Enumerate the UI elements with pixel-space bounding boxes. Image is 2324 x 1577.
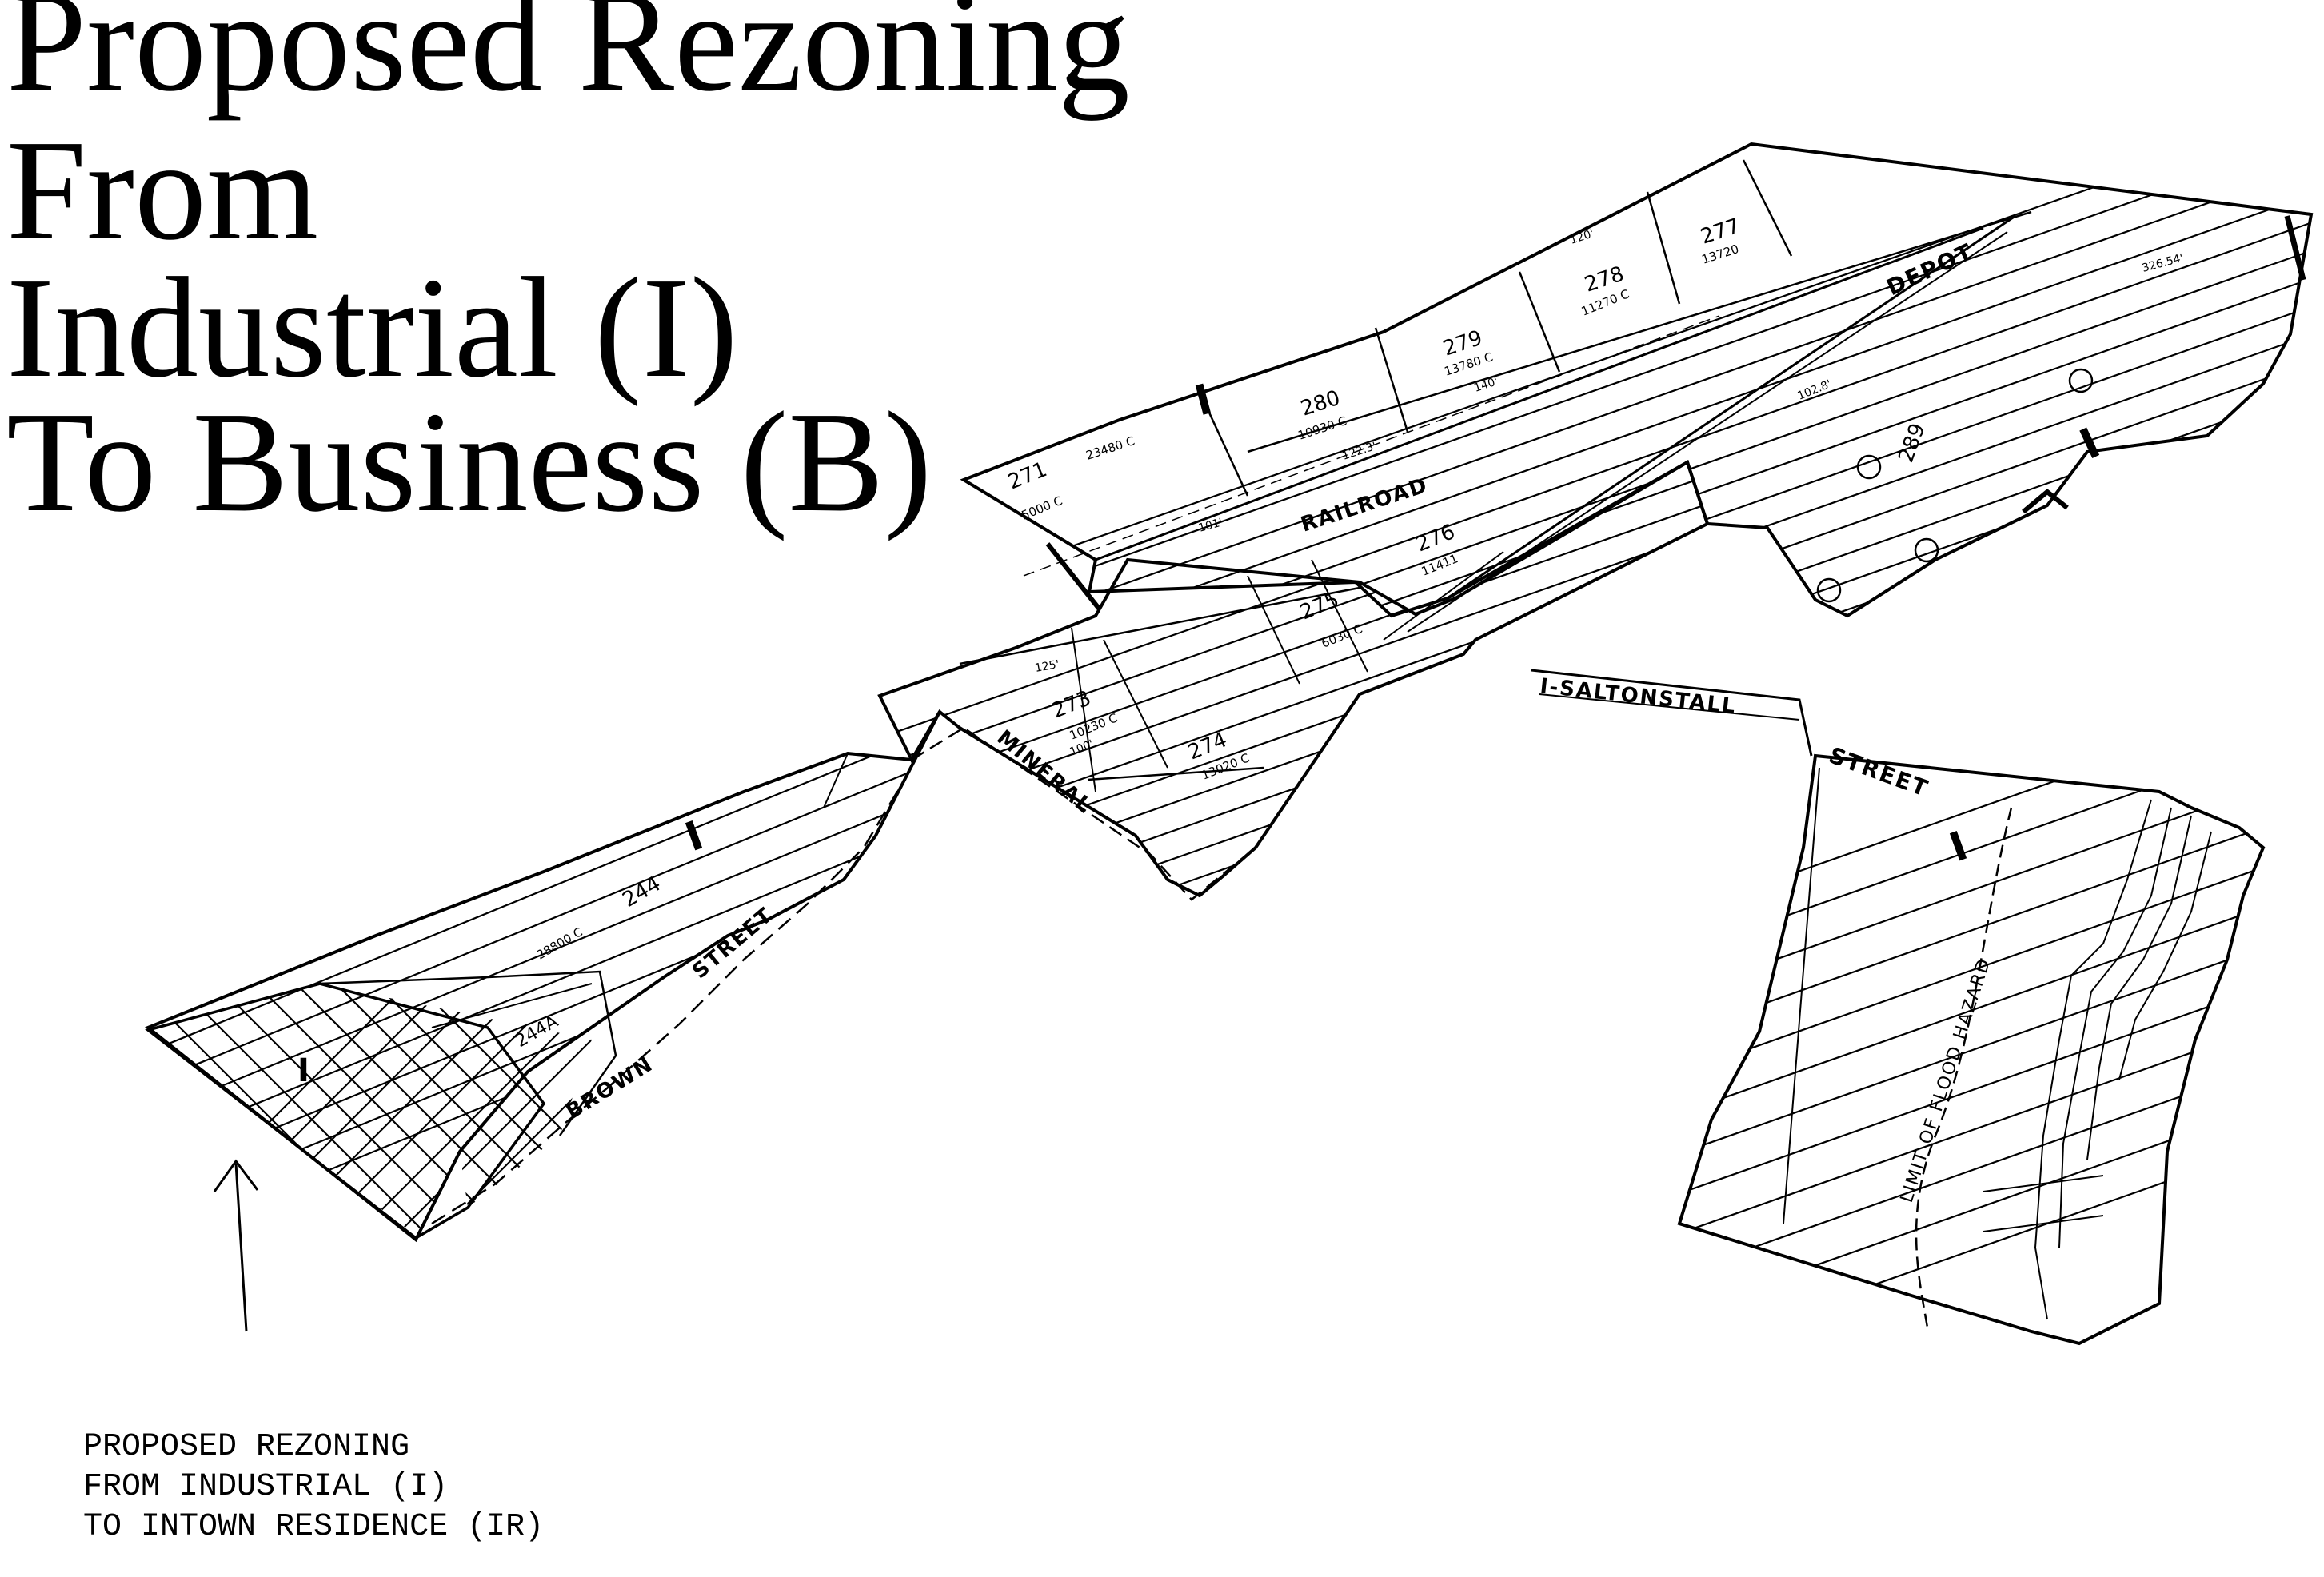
dimension-label: 120' <box>1568 227 1595 247</box>
crosshatch-area <box>148 984 592 1236</box>
parcel-area: 28800 C <box>534 924 585 962</box>
parcel-area: 5000 C <box>1020 493 1064 523</box>
dimension-label: 122.3' <box>1340 440 1378 463</box>
parcel-number: 273 <box>1048 686 1094 723</box>
dimension-label: 125' <box>1034 658 1060 675</box>
zone-label-industrial: I <box>679 812 709 860</box>
note-line-3: TO INTOWN RESIDENCE (IR) <box>83 1509 545 1545</box>
parcel-area: 6030 C <box>1320 621 1364 651</box>
note-line-1: PROPOSED REZONING <box>83 1429 410 1465</box>
street-label-mineral: MINERAL <box>992 725 1097 819</box>
right-parcel-group <box>1531 669 2266 1346</box>
middle-parcel-group <box>877 460 1710 901</box>
parcel-number: 289 <box>1894 420 1930 465</box>
parcel-area: 23480 C <box>1084 433 1136 463</box>
dimension-label: 102.8' <box>1796 377 1834 402</box>
zone-label-industrial: I <box>1943 822 1973 871</box>
parcel-number: 276 <box>1412 520 1458 557</box>
pointer-arrow <box>213 1159 259 1332</box>
title-line-2: From <box>6 110 319 269</box>
zone-label-industrial: I <box>297 1052 309 1089</box>
dimension-label: 140' <box>1472 375 1499 395</box>
upper-parcel-group <box>960 142 2314 633</box>
lower-parcel-group <box>145 710 941 1243</box>
parcel-number: 275 <box>1296 588 1342 625</box>
title-line-1: Proposed Rezoning <box>6 0 1130 121</box>
note-line-2: FROM INDUSTRIAL (I) <box>83 1469 449 1505</box>
street-label-saltonstall-street: STREET <box>1826 742 1933 803</box>
title-line-4: To Business (B) <box>6 382 932 541</box>
dimension-label: 101' <box>1197 516 1224 534</box>
dimension-label: 326.54' <box>2141 252 2185 275</box>
zone-label-industrial: I <box>1190 376 1217 426</box>
title-line-3: Industrial (I) <box>6 248 738 407</box>
